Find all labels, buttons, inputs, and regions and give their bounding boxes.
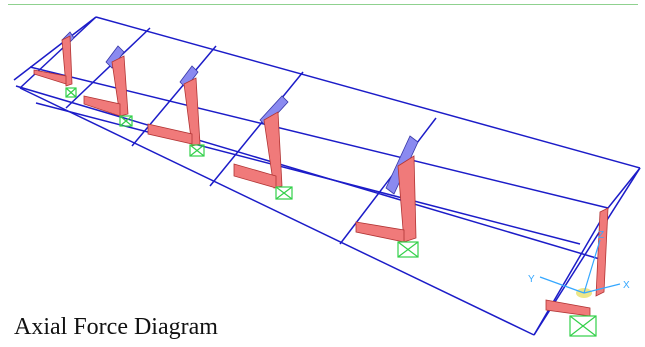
beam-axial-diagram: [33, 69, 67, 85]
top-divider: [8, 4, 638, 5]
axis-y-label: Y: [528, 274, 535, 285]
rafter-2: [65, 27, 151, 109]
fixed-support-icon: [275, 186, 293, 200]
column-axial-diagram: [111, 55, 129, 117]
column-axial-diagram: [61, 35, 73, 87]
fixed-support-icon: [569, 315, 597, 337]
beam-axial-diagram: [355, 221, 405, 243]
beam-line: [533, 207, 609, 336]
frame-5-forces: [355, 135, 419, 243]
column-axial-diagram: [397, 155, 417, 243]
diagram-caption: Axial Force Diagram: [14, 314, 218, 340]
beam-axial-diagram: [233, 163, 277, 189]
fixed-support-icon: [397, 241, 419, 258]
axis-z-label: Z: [598, 230, 604, 241]
frame-3-forces: [147, 65, 201, 147]
compression-diagram: [105, 45, 125, 69]
beam-axial-diagram: [147, 123, 193, 145]
column-axial-diagram: [263, 111, 283, 189]
beam-line: [15, 85, 604, 261]
fixed-support-icon: [65, 87, 77, 98]
axis-x-label: X: [623, 280, 630, 291]
beam-line: [95, 16, 641, 169]
fixed-support-icon: [189, 144, 205, 157]
frame-longitudinal-lines: [13, 16, 641, 336]
beam-line: [19, 87, 535, 336]
frame-6-forces: [545, 207, 609, 317]
fixed-support-icon: [119, 115, 133, 127]
frame-4-forces: [233, 95, 289, 189]
rafter-5: [339, 117, 437, 245]
supports: [65, 87, 597, 337]
beam-line: [35, 102, 581, 245]
beam-axial-diagram: [83, 95, 121, 117]
beam-axial-diagram: [545, 299, 591, 317]
frame-2-forces: [83, 45, 129, 117]
beam-line: [13, 16, 97, 81]
global-axes-icon: Y X Z: [528, 230, 630, 298]
column-axial-diagram: [595, 207, 609, 297]
column-axial-diagram: [183, 77, 201, 147]
rafter-1: [19, 16, 97, 89]
rafter-3: [131, 45, 217, 147]
beam-line: [607, 167, 641, 209]
frame-1-forces: [33, 31, 75, 87]
rafter-4: [209, 71, 304, 187]
